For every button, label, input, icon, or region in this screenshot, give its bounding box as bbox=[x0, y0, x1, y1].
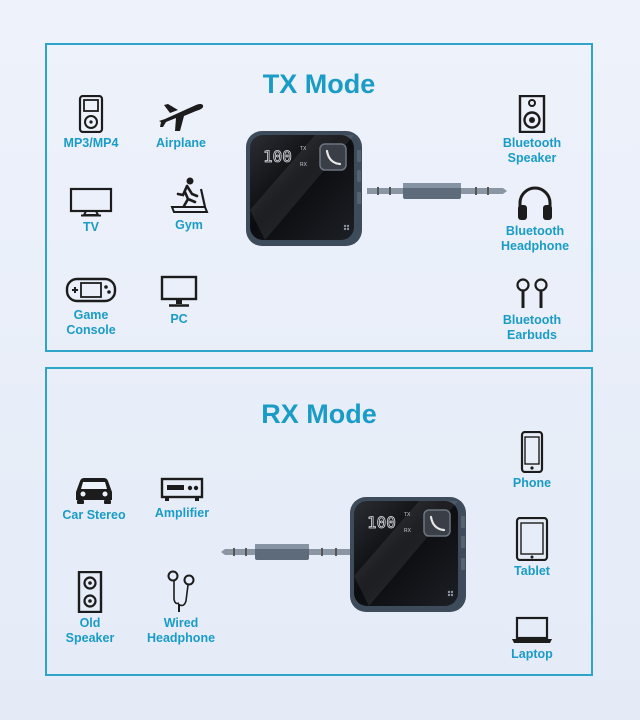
tx-output-headphone: Bluetooth Headphone bbox=[490, 185, 580, 254]
rx-output-label: Wired Headphone bbox=[146, 616, 216, 645]
rx-output-wired-headphone: Wired Headphone bbox=[136, 569, 226, 646]
audio-jack-cable bbox=[221, 544, 351, 560]
device-tx-indicator: TX bbox=[300, 146, 307, 152]
tx-output-label: Bluetooth Earbuds bbox=[502, 313, 562, 342]
amplifier-icon bbox=[160, 477, 204, 501]
tx-output-label: Bluetooth Speaker bbox=[502, 136, 562, 165]
tablet-icon bbox=[515, 517, 549, 561]
rx-source-tablet: Tablet bbox=[487, 517, 577, 579]
treadmill-icon bbox=[170, 177, 209, 213]
wired-earphone-icon bbox=[167, 570, 195, 612]
rx-output-old-speaker: Old Speaker bbox=[45, 571, 135, 646]
rx-mode-title: RX Mode bbox=[261, 399, 377, 429]
device-rx-indicator: RX bbox=[300, 162, 308, 168]
tx-source-label: MP3/MP4 bbox=[63, 136, 119, 150]
pc-monitor-icon bbox=[160, 275, 198, 307]
tx-source-pc: PC bbox=[134, 275, 224, 327]
tx-output-label: Bluetooth Headphone bbox=[500, 224, 570, 253]
tx-mode-panel: TX Mode MP3/MP4 Airplane TV bbox=[45, 43, 593, 352]
tx-source-label: TV bbox=[83, 220, 99, 234]
tv-icon bbox=[69, 187, 113, 217]
tx-source-gym: Gym bbox=[144, 177, 234, 233]
rx-output-label: Car Stereo bbox=[62, 508, 126, 522]
rx-mode-panel: RX Mode Car Stereo Amplifier bbox=[45, 367, 593, 676]
old-speaker-icon bbox=[77, 571, 103, 613]
mp3-player-icon bbox=[78, 95, 104, 133]
tx-source-mp3: MP3/MP4 bbox=[46, 95, 136, 151]
tx-source-label: Airplane bbox=[155, 136, 206, 150]
rx-source-label: Laptop bbox=[511, 647, 553, 661]
device-tx-indicator: TX bbox=[404, 512, 411, 518]
device-rx-indicator: RX bbox=[404, 528, 412, 534]
car-icon bbox=[76, 478, 112, 504]
rx-output-amplifier: Amplifier bbox=[137, 477, 227, 521]
rx-output-label: Old Speaker bbox=[65, 616, 115, 645]
speaker-icon bbox=[518, 95, 546, 133]
tx-source-airplane: Airplane bbox=[136, 97, 226, 151]
earbuds-icon bbox=[516, 278, 548, 308]
tx-source-label: Gym bbox=[175, 218, 203, 232]
headphone-icon bbox=[518, 186, 552, 220]
tx-source-label: Game Console bbox=[66, 308, 116, 337]
audio-jack-cable bbox=[367, 183, 507, 199]
device-display-digits: 100 bbox=[367, 513, 396, 532]
bluetooth-transmitter-device: 100 TX RX bbox=[246, 131, 362, 246]
tx-output-speaker: Bluetooth Speaker bbox=[487, 95, 577, 166]
rx-source-phone: Phone bbox=[487, 431, 577, 491]
tx-output-earbuds: Bluetooth Earbuds bbox=[487, 278, 577, 343]
game-console-icon bbox=[65, 277, 117, 303]
device-display-digits: 100 bbox=[263, 147, 292, 166]
rx-source-laptop: Laptop bbox=[487, 616, 577, 662]
rx-source-label: Tablet bbox=[514, 564, 550, 578]
tx-source-tv: TV bbox=[46, 187, 136, 235]
airplane-icon bbox=[159, 103, 204, 131]
bluetooth-receiver-device: 100 TX RX bbox=[350, 497, 466, 612]
phone-icon bbox=[520, 431, 544, 473]
rx-source-label: Phone bbox=[512, 476, 552, 490]
tx-source-label: PC bbox=[170, 312, 188, 326]
rx-output-label: Amplifier bbox=[154, 506, 210, 520]
rx-output-car-stereo: Car Stereo bbox=[49, 475, 139, 523]
laptop-icon bbox=[512, 616, 552, 643]
tx-source-game-console: Game Console bbox=[46, 277, 136, 338]
tx-mode-title: TX Mode bbox=[262, 69, 376, 99]
